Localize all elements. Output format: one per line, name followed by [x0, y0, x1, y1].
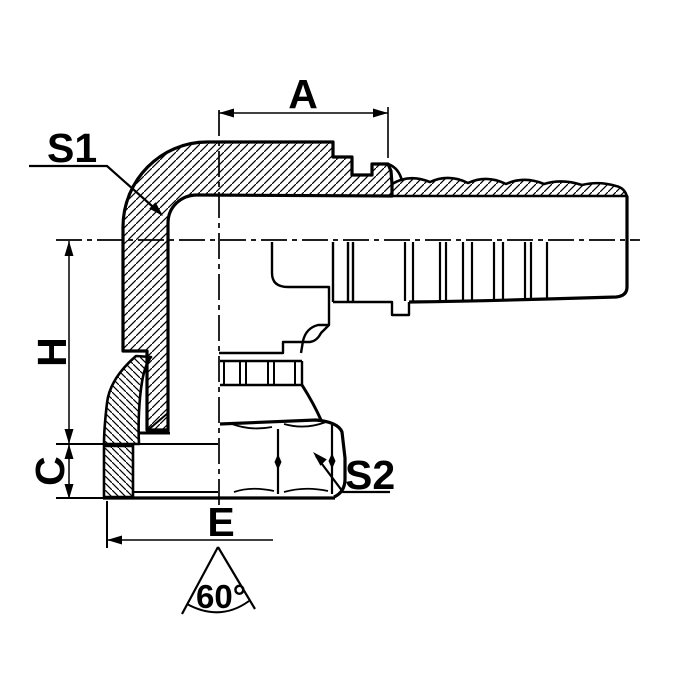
leader-s2: S2	[309, 448, 395, 498]
hose-stem-section	[390, 176, 629, 304]
hex-corner-point-left	[274, 454, 282, 470]
seat-cone-line	[147, 412, 169, 431]
hex-corner-point-right	[328, 453, 336, 469]
nut-counterbore	[132, 446, 218, 493]
elbow-body-outline	[121, 140, 394, 432]
callout-label-s1: S1	[47, 125, 97, 171]
cone-angle-rays	[181, 546, 256, 615]
nut-section-wall	[102, 444, 135, 499]
nut-hex-outline	[219, 418, 347, 499]
callout-label-s2: S2	[345, 452, 395, 498]
stem-wall-band	[390, 176, 629, 199]
leader-s1: S1	[29, 125, 167, 220]
cone-angle-label: 60°	[196, 578, 246, 615]
dim-label-h: H	[29, 337, 75, 367]
dim-label-e: E	[207, 499, 234, 545]
cone-angle-symbol: 60°	[181, 546, 256, 615]
dimension-h: H	[29, 241, 218, 445]
swivel-nut	[102, 418, 347, 500]
dim-label-a: A	[288, 71, 318, 117]
body-underside-profile	[219, 242, 411, 355]
cone-angle-arc	[186, 600, 250, 614]
nut-chamfer-cone	[300, 384, 323, 421]
leader-line-s2	[315, 455, 390, 494]
dimension-a: A	[219, 71, 389, 158]
thread-profile	[220, 359, 304, 387]
stem-end-and-bottom-profile	[408, 196, 629, 304]
dimension-c: C	[27, 444, 103, 499]
hose-stem-barbs	[403, 242, 549, 301]
dimension-e: E	[106, 499, 273, 548]
dim-label-c: C	[27, 456, 73, 486]
leader-line-s1	[29, 164, 162, 215]
